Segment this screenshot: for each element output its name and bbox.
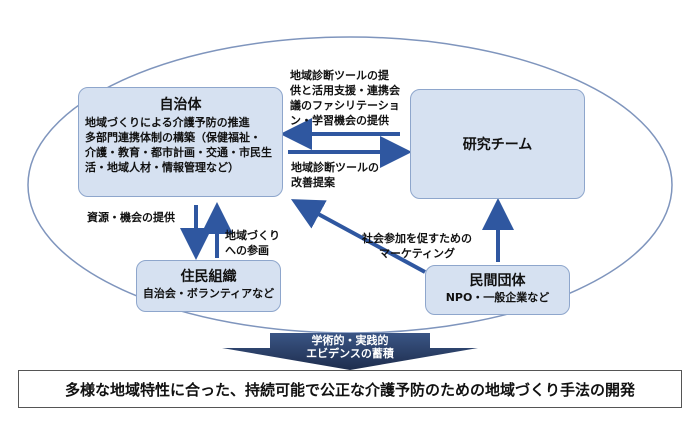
- evidence-line: 学術的・実践的: [311, 334, 389, 347]
- label-line: 地域診断ツールの: [291, 161, 379, 174]
- label-line: 供と活用支援・連携会: [290, 84, 400, 97]
- label-line: 社会参加を促すための: [362, 232, 472, 245]
- label-line: ン・学習機会の提供: [290, 114, 389, 127]
- label-research-to-gov: 地域診断ツールの提 供と活用支援・連携会 議のファシリテーショ ン・学習機会の提…: [290, 68, 400, 128]
- node-residents-sub: 自治会・ボランティアなど: [142, 287, 275, 300]
- node-private: 民間団体 NPO・一般企業など: [425, 265, 570, 315]
- label-line: 地域づくり: [225, 229, 280, 242]
- node-private-title: 民間団体: [469, 273, 526, 289]
- label-gov-to-residents: 資源・機会の提供: [87, 211, 175, 224]
- node-government-line: 地域づくりによる介護予防の推進: [85, 116, 250, 129]
- label-line: への参画: [225, 244, 269, 257]
- evidence-line: エビデンスの蓄積: [306, 347, 394, 360]
- label-line: マーケティング: [378, 247, 456, 260]
- node-research-title: 研究チーム: [462, 137, 533, 153]
- node-residents: 住民組織 自治会・ボランティアなど: [136, 260, 281, 312]
- goal-banner: 多様な地域特性に合った、持続可能で公正な介護予防のための地域づくり手法の開発: [18, 370, 682, 408]
- label-gov-to-research: 地域診断ツールの 改善提案: [291, 160, 379, 190]
- node-residents-title: 住民組織: [180, 269, 237, 285]
- node-research: 研究チーム: [410, 89, 585, 199]
- node-private-sub: NPO・一般企業など: [445, 291, 550, 304]
- node-government-title: 自治体: [159, 97, 202, 113]
- label-line: 地域診断ツールの提: [290, 69, 389, 82]
- label-residents-to-gov: 地域づくり への参画: [225, 228, 280, 258]
- goal-text: 多様な地域特性に合った、持続可能で公正な介護予防のための地域づくり手法の開発: [64, 380, 635, 399]
- evidence-label: 学術的・実践的 エビデンスの蓄積: [270, 334, 430, 360]
- arrow-private-to-gov: [290, 199, 426, 274]
- node-government-line: 多部門連携体制の構築（保健福祉・: [85, 131, 261, 144]
- label-line: 改善提案: [291, 176, 335, 189]
- evidence-arrow: [222, 333, 478, 370]
- label-private-to-gov: 社会参加を促すための マーケティング: [362, 231, 472, 261]
- node-government-line: 活・地域人材・情報管理など）: [85, 161, 239, 174]
- node-government-line: 介護・教育・都市計画・交通・市民生: [85, 146, 272, 159]
- label-line: 議のファシリテーショ: [290, 99, 400, 112]
- node-government: 自治体 地域づくりによる介護予防の推進 多部門連携体制の構築（保健福祉・ 介護・…: [78, 87, 283, 197]
